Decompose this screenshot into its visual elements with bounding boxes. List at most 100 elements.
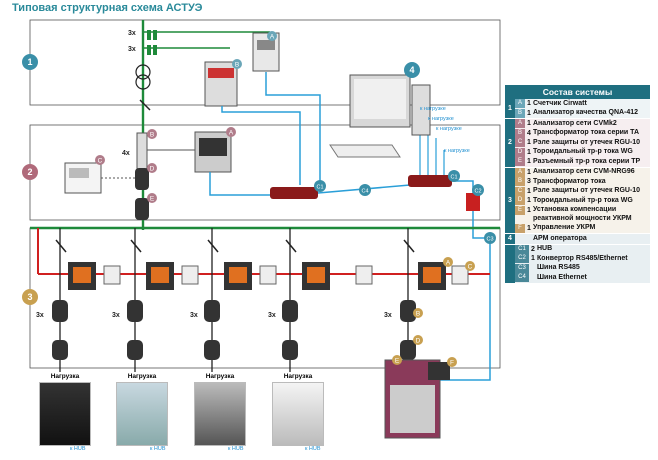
legend-letter: C1: [515, 244, 529, 254]
label-3x-f4: 3x: [268, 312, 276, 319]
legend-name: Конвертор RS485/Ethernet: [537, 254, 628, 262]
diagram-title: Типовая структурная схема АСТУЭ: [12, 2, 203, 14]
badge-c1-right: C1: [450, 175, 457, 181]
label-4x: 4x: [122, 150, 130, 157]
badge-3f: F: [450, 360, 454, 367]
legend-qty: 1: [527, 158, 531, 165]
qna-display: [257, 40, 275, 50]
badge-3b: B: [416, 311, 420, 318]
legend-name: Управление УКРМ: [533, 224, 596, 231]
legend-letter: F: [515, 223, 525, 233]
legend-group-number: 2: [505, 119, 515, 167]
load-1-image: [39, 382, 91, 446]
legend-letter: C: [515, 138, 525, 147]
badge-1a: A: [270, 34, 275, 41]
badge-2e: E: [150, 196, 155, 203]
badge-2c: C: [98, 158, 103, 165]
hub-c1-left: [270, 187, 318, 199]
legend-qty: 2: [531, 245, 535, 253]
legend-name: Анализатор сети CVM-NRG96: [533, 168, 635, 175]
legend-name: Разъемный тр-р тока серии TP: [533, 157, 641, 165]
legend-letter: A: [515, 119, 525, 128]
legend-qty: 1: [527, 139, 531, 146]
to-load-label-2: к нагрузке: [428, 116, 454, 122]
load-4: Нагрузка: [268, 372, 328, 446]
label-3x-f2: 3x: [112, 312, 120, 319]
legend-name: Анализатор качества QNA-412: [533, 109, 639, 116]
load-4-label: Нагрузка: [283, 373, 313, 380]
monitor-screen: [354, 79, 406, 119]
badge-1b: B: [235, 62, 239, 69]
converter-c2: [466, 193, 480, 211]
transformer-hv: [135, 64, 151, 80]
legend-letter: A: [515, 167, 525, 177]
to-load-label-3: к нагрузке: [436, 126, 462, 132]
feeder-3: [204, 228, 277, 372]
legend-letter: C2: [515, 254, 529, 263]
zone-2-number: 2: [27, 167, 32, 177]
to-hub-4: к HUB: [305, 446, 321, 452]
load-2-label: Нагрузка: [127, 373, 157, 380]
label-3x-1a: 3x: [128, 30, 136, 37]
legend-letter: C: [515, 186, 525, 196]
zone-1-number: 1: [27, 57, 32, 67]
load-2-image: [116, 382, 168, 446]
legend-name: Рэле защиты от утечек RGU-10: [533, 138, 641, 146]
zone-3-frame: [29, 227, 501, 369]
legend-name: Рэле защиты от утечек RGU-10: [533, 187, 641, 194]
cvmk2-screen: [199, 138, 227, 156]
badge-3d: D: [416, 338, 421, 345]
legend-qty: 1: [527, 109, 531, 117]
legend-name: Счетчик Cirwatt: [533, 99, 587, 107]
legend-name: Анализатор сети CVMk2: [533, 119, 617, 127]
main-breaker: [139, 99, 151, 111]
hub-to-converter: [452, 180, 474, 193]
legend-letter: B: [515, 128, 525, 138]
legend-name: Тороидальный тр-р тока WG: [533, 196, 633, 204]
legend-name: Шина RS485: [537, 264, 580, 271]
legend-name: Шина Ethernet: [537, 273, 587, 281]
legend-qty: 1: [527, 168, 531, 176]
rs485-bus-c3: [440, 211, 491, 381]
label-3x-f3: 3x: [190, 312, 198, 319]
badge-c2: C2: [474, 189, 481, 195]
badge-c3: C3: [486, 237, 493, 243]
badge-c1-left: C1: [316, 185, 323, 191]
ct-1a: [147, 30, 151, 40]
feeder-1: [52, 228, 121, 372]
legend-letter: D: [515, 147, 525, 157]
legend-letter: B: [515, 177, 525, 186]
legend-group-number: [505, 244, 515, 283]
legend-letter: E: [515, 157, 525, 166]
to-hub-1: к HUB: [70, 446, 86, 452]
pfc-controller: [428, 362, 450, 380]
legend-header: Состав системы: [505, 85, 650, 99]
legend-name: HUB: [537, 245, 553, 252]
rs485-zone1-b: [221, 106, 301, 185]
to-hub-2: к HUB: [150, 446, 166, 452]
badge-c4: C4: [361, 189, 368, 195]
tp-split-ct: [135, 198, 149, 220]
legend-qty: 1: [527, 120, 531, 127]
ct-1b: [153, 30, 157, 40]
